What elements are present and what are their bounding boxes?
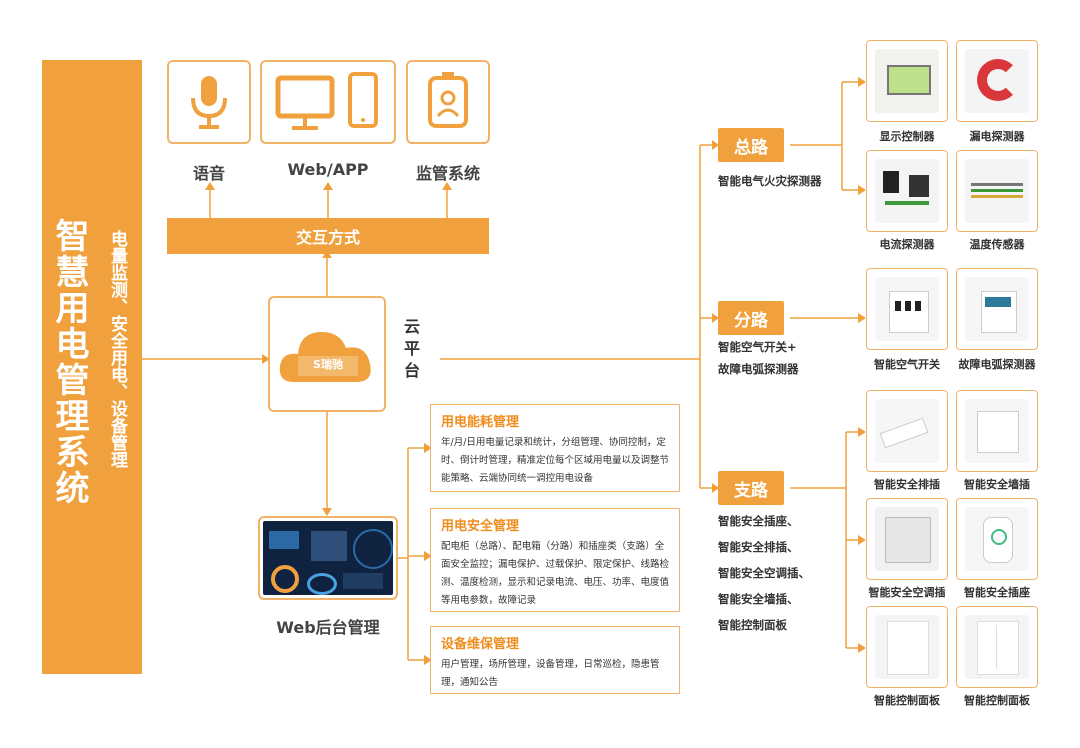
arc-fault-detector-image (956, 268, 1038, 350)
branch-circuit-tag: 支路 (718, 471, 784, 505)
smart-ac-socket-image (866, 498, 948, 580)
system-title-bar: 智慧用电管理系统 电量监测、安全用电、设备管理 (42, 60, 142, 674)
device-label: 智能安全墙插 (964, 478, 1030, 491)
system-subtitle: 电量监测、安全用电、设备管理 (107, 230, 127, 468)
smart-control-panel-image (956, 606, 1038, 688)
web-backend-label: Web后台管理 (276, 618, 380, 637)
branch-circuit-desc-line: 智能控制面板 (718, 618, 787, 632)
main-circuit-tag: 总路 (718, 128, 784, 162)
energy-management-title: 用电能耗管理 (441, 415, 520, 430)
air-switch-image (866, 268, 948, 350)
branch-circuit-desc: 智能安全插座、 智能安全排插、 智能安全空调插、 智能安全墙插、 智能控制面板 (718, 508, 810, 638)
system-title: 智慧用电管理系统 (49, 218, 89, 506)
smart-control-panel-image (866, 606, 948, 688)
monitor-label: 监管系统 (415, 164, 480, 183)
safety-management-panel: 用电安全管理 配电柜（总路）、配电箱（分路）和插座类（支路）全面安全监控；漏电保… (430, 508, 680, 612)
device-label: 电流探测器 (879, 238, 935, 251)
temperature-sensor-image (956, 150, 1038, 232)
sub-circuit-desc-line: 智能空气开关+ (718, 340, 797, 354)
interaction-bar-label: 交互方式 (295, 228, 360, 247)
cloud-logo-text: S瑞驰 (313, 358, 343, 371)
current-detector-image (866, 150, 948, 232)
device-label: 漏电探测器 (969, 130, 1025, 143)
device-label: 智能控制面板 (964, 694, 1030, 707)
maintenance-management-title: 设备维保管理 (441, 637, 520, 652)
smart-socket-image (956, 498, 1038, 580)
device-label: 智能安全排插 (874, 478, 940, 491)
device-label: 智能控制面板 (874, 694, 940, 707)
energy-management-panel: 用电能耗管理 年/月/日用电量记录和统计，分组管理、协同控制，定时、倒计时管理，… (430, 404, 680, 492)
branch-circuit-desc-line: 智能安全墙插、 (718, 592, 799, 606)
microphone-icon (191, 76, 227, 129)
device-label: 故障电弧探测器 (958, 358, 1036, 371)
device-label: 智能安全插座 (964, 586, 1030, 599)
device-label: 智能空气开关 (874, 358, 940, 371)
web-app-label: Web/APP (287, 160, 369, 179)
device-label: 显示控制器 (879, 130, 935, 143)
voice-card (167, 60, 251, 144)
leakage-detector-image (956, 40, 1038, 122)
device-label: 温度传感器 (969, 238, 1025, 251)
sub-circuit-desc: 智能空气开关+ 故障电弧探测器 (718, 336, 799, 380)
id-badge-icon (428, 72, 468, 128)
sub-circuit-desc-line: 故障电弧探测器 (718, 362, 799, 376)
interaction-bar: 交互方式 (167, 218, 489, 254)
cloud-platform-label: 云平台 (401, 318, 420, 384)
energy-management-body: 年/月/日用电量记录和统计，分组管理、协同控制，定时、倒计时管理，精准定位每个区… (441, 437, 670, 484)
main-circuit-desc-line: 智能电气火灾探测器 (718, 174, 822, 188)
web-backend-card (258, 516, 398, 600)
branch-circuit-desc-line: 智能安全排插、 (718, 540, 799, 554)
branch-circuit-desc-line: 智能安全插座、 (718, 514, 799, 528)
maintenance-management-body: 用户管理，场所管理，设备管理，日常巡检，隐患管理，通知公告 (441, 659, 660, 688)
devices-icon (275, 72, 378, 130)
safety-management-title: 用电安全管理 (441, 519, 520, 534)
sub-circuit-tag: 分路 (718, 301, 784, 335)
branch-circuit-desc-line: 智能安全空调插、 (718, 566, 810, 580)
device-label: 智能安全空调插 (868, 586, 946, 599)
voice-label: 语音 (192, 164, 225, 183)
dashboard-screenshot (263, 521, 393, 595)
web-app-card (260, 60, 396, 144)
main-circuit-desc: 智能电气火灾探测器 (718, 168, 822, 194)
cloud-icon (279, 332, 371, 382)
smart-wall-socket-image (956, 390, 1038, 472)
smart-power-strip-image (866, 390, 948, 472)
cloud-platform-card: S瑞驰 (268, 296, 386, 412)
safety-management-body: 配电柜（总路）、配电箱（分路）和插座类（支路）全面安全监控；漏电保护、过载保护、… (441, 541, 670, 606)
maintenance-management-panel: 设备维保管理 用户管理，场所管理，设备管理，日常巡检，隐患管理，通知公告 (430, 626, 680, 694)
display-controller-image (866, 40, 948, 122)
monitor-card (406, 60, 490, 144)
